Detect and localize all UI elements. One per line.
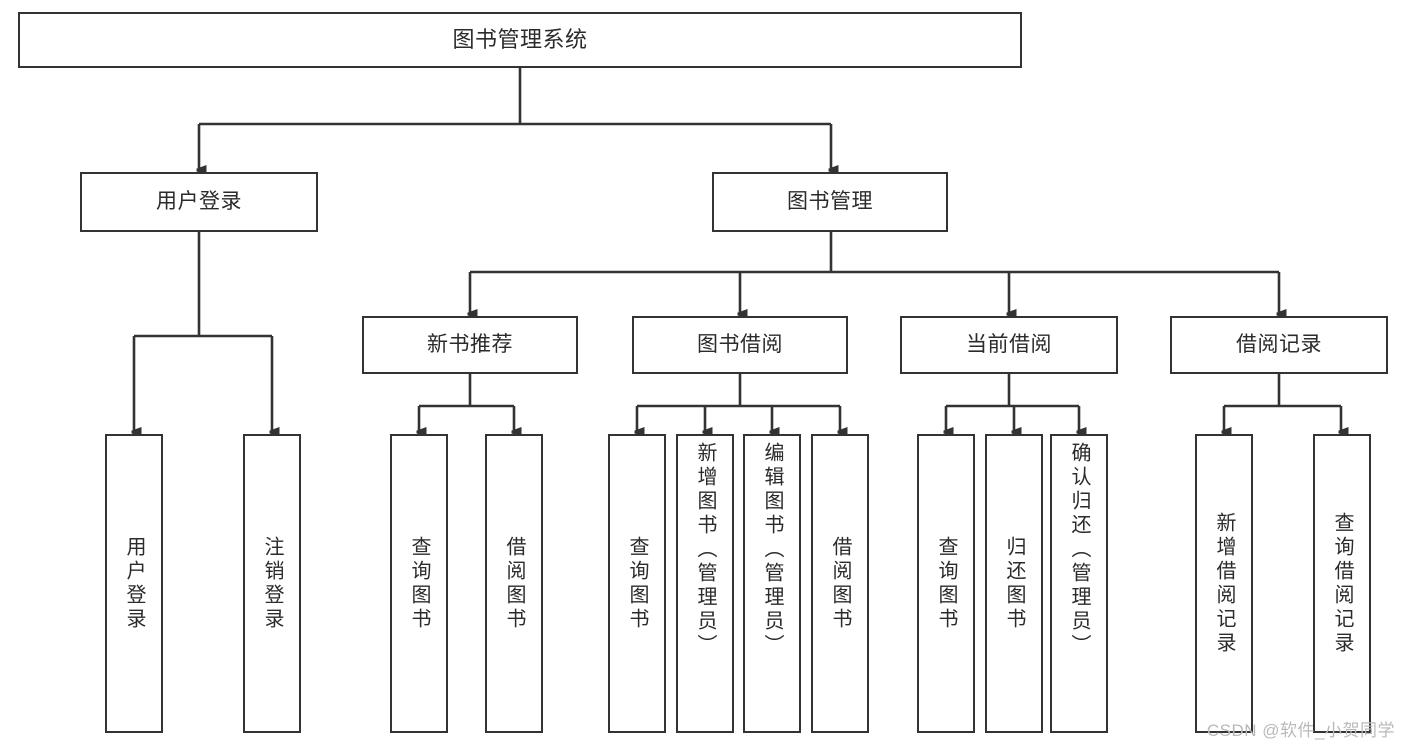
node-borrow-record-label: 借阅记录: [1236, 332, 1322, 356]
node-leaf-logout-login-label: 注销登录: [261, 535, 283, 632]
node-leaf-confirm-return-admin[interactable]: 确认归还（管理员）: [1050, 434, 1108, 733]
node-leaf-add-book-admin[interactable]: 新增图书（管理员）: [676, 434, 734, 733]
node-leaf-query-borrow-record-label: 查询借阅记录: [1331, 511, 1353, 656]
node-leaf-query-book-borrow[interactable]: 查询图书: [608, 434, 666, 733]
node-root-system[interactable]: 图书管理系统: [18, 12, 1022, 68]
node-leaf-return-book[interactable]: 归还图书: [985, 434, 1043, 733]
node-user-login[interactable]: 用户登录: [80, 172, 318, 232]
node-root-system-label: 图书管理系统: [452, 27, 588, 53]
node-leaf-edit-book-admin[interactable]: 编辑图书（管理员）: [743, 434, 801, 733]
node-leaf-query-book-current-label: 查询图书: [935, 535, 957, 632]
node-leaf-user-login-label: 用户登录: [123, 535, 145, 632]
node-borrow-record[interactable]: 借阅记录: [1170, 316, 1388, 374]
node-leaf-query-borrow-record[interactable]: 查询借阅记录: [1313, 434, 1371, 733]
node-leaf-query-book-recommend-label: 查询图书: [408, 535, 430, 632]
node-book-borrow[interactable]: 图书借阅: [632, 316, 848, 374]
node-leaf-add-borrow-record-label: 新增借阅记录: [1213, 511, 1235, 656]
node-new-book-recommend-label: 新书推荐: [427, 332, 513, 356]
node-current-borrow[interactable]: 当前借阅: [900, 316, 1118, 374]
node-leaf-return-book-label: 归还图书: [1003, 535, 1025, 632]
node-leaf-query-book-current[interactable]: 查询图书: [917, 434, 975, 733]
node-leaf-logout-login[interactable]: 注销登录: [243, 434, 301, 733]
watermark-text: CSDN @软件_小贺同学: [1206, 721, 1395, 740]
node-leaf-edit-book-admin-label: 编辑图书（管理员）: [761, 442, 783, 658]
node-leaf-query-book-borrow-label: 查询图书: [626, 535, 648, 632]
node-book-borrow-label: 图书借阅: [697, 332, 783, 356]
node-leaf-query-book-recommend[interactable]: 查询图书: [390, 434, 448, 733]
node-leaf-add-book-admin-label: 新增图书（管理员）: [694, 442, 716, 658]
node-book-management[interactable]: 图书管理: [712, 172, 948, 232]
node-leaf-borrow-book-recommend-label: 借阅图书: [503, 535, 525, 632]
node-leaf-confirm-return-admin-label: 确认归还（管理员）: [1068, 442, 1090, 658]
node-leaf-borrow-book-borrow-label: 借阅图书: [829, 535, 851, 632]
node-user-login-label: 用户登录: [156, 189, 242, 213]
node-leaf-borrow-book-borrow[interactable]: 借阅图书: [811, 434, 869, 733]
node-leaf-user-login[interactable]: 用户登录: [105, 434, 163, 733]
node-new-book-recommend[interactable]: 新书推荐: [362, 316, 578, 374]
node-book-management-label: 图书管理: [787, 189, 873, 213]
node-leaf-add-borrow-record[interactable]: 新增借阅记录: [1195, 434, 1253, 733]
node-leaf-borrow-book-recommend[interactable]: 借阅图书: [485, 434, 543, 733]
node-current-borrow-label: 当前借阅: [966, 332, 1052, 356]
